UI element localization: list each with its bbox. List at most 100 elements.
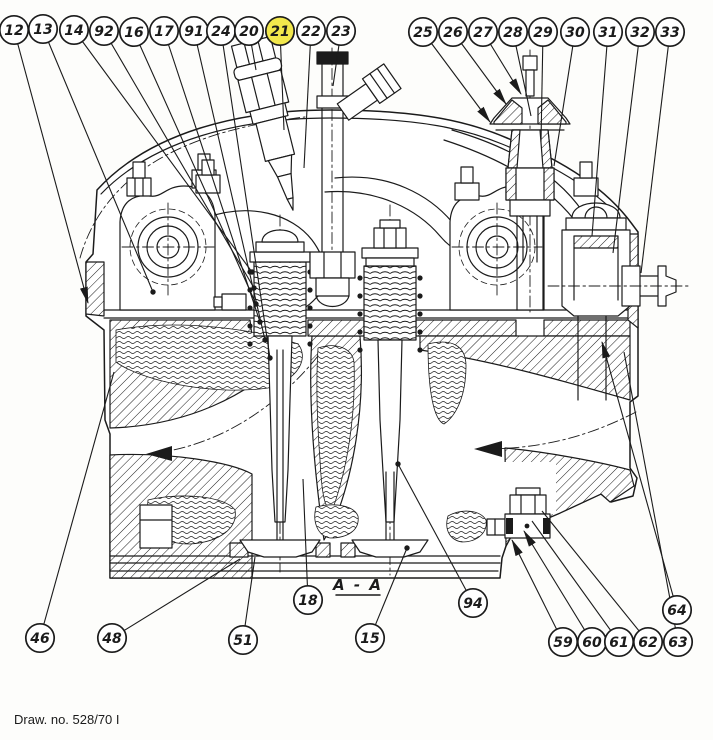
leader-line-17 <box>163 30 261 323</box>
callout-12[interactable]: 12 <box>0 14 89 304</box>
balloon-circle-15[interactable] <box>354 622 386 654</box>
callout-46[interactable]: 46 <box>24 371 115 654</box>
leader-line-15 <box>369 547 408 639</box>
callout-28[interactable]: 28 <box>497 16 532 117</box>
balloon-number-33: 33 <box>660 25 679 41</box>
balloon-circle-92[interactable] <box>88 15 120 47</box>
callout-30[interactable]: 30 <box>553 16 591 167</box>
relief-valve <box>547 161 691 401</box>
callout-64[interactable]: 64 <box>601 341 693 626</box>
callout-14[interactable]: 14 <box>58 14 255 275</box>
callout-15[interactable]: 15 <box>354 545 410 654</box>
callout-23[interactable]: 23 <box>325 15 357 87</box>
leader-line-48 <box>111 558 241 639</box>
balloon-circle-33[interactable] <box>654 16 686 48</box>
balloon-number-51: 51 <box>233 633 252 649</box>
balloon-number-62: 62 <box>638 635 657 651</box>
balloon-number-32: 32 <box>630 25 649 41</box>
balloon-circle-26[interactable] <box>437 16 469 48</box>
leader-line-24 <box>220 30 271 359</box>
balloon-circle-17[interactable] <box>148 15 180 47</box>
leader-dot-13 <box>150 289 156 295</box>
balloon-circle-16[interactable] <box>118 16 150 48</box>
leader-dot-91 <box>262 337 268 343</box>
balloon-number-29: 29 <box>533 25 553 41</box>
callout-31[interactable]: 31 <box>591 16 624 237</box>
callout-27[interactable]: 27 <box>467 16 522 95</box>
balloon-circle-48[interactable] <box>96 622 128 654</box>
fuel-injector <box>230 35 296 211</box>
callout-94[interactable]: 94 <box>395 461 489 619</box>
balloon-circle-32[interactable] <box>624 16 656 48</box>
balloon-number-25: 25 <box>413 25 433 41</box>
callout-32[interactable]: 32 <box>612 16 656 254</box>
balloon-number-18: 18 <box>298 593 318 609</box>
balloon-circle-21-highlighted[interactable] <box>264 15 296 47</box>
balloon-number-63: 63 <box>668 635 687 651</box>
callout-63[interactable]: 63 <box>623 351 694 658</box>
balloon-number-14: 14 <box>64 23 83 39</box>
callout-26[interactable]: 26 <box>437 16 507 105</box>
balloon-circle-63[interactable] <box>662 626 694 658</box>
right-flow-arrow <box>474 441 502 457</box>
leader-line-60 <box>523 530 593 643</box>
balloon-number-17: 17 <box>154 24 174 40</box>
callout-18[interactable]: 18 <box>292 478 324 616</box>
callout-48[interactable]: 48 <box>96 558 241 654</box>
callout-62[interactable]: 62 <box>541 510 664 658</box>
balloon-circle-28[interactable] <box>497 16 529 48</box>
balloon-circle-14[interactable] <box>58 14 90 46</box>
callout-25[interactable]: 25 <box>407 16 491 123</box>
balloon-circle-31[interactable] <box>592 16 624 48</box>
leader-line-63 <box>623 351 679 643</box>
callout-21[interactable]: 21 <box>264 15 296 131</box>
callout-33[interactable]: 33 <box>640 16 686 274</box>
balloon-circle-94[interactable] <box>457 587 489 619</box>
leader-line-33 <box>640 31 671 274</box>
valve-spring-assembly-right <box>351 204 429 576</box>
leader-line-18 <box>302 478 309 601</box>
balloon-number-92: 92 <box>94 24 113 40</box>
balloon-circle-62[interactable] <box>632 626 664 658</box>
callout-22[interactable]: 22 <box>295 15 327 169</box>
balloon-number-16: 16 <box>124 25 144 41</box>
balloon-circle-22[interactable] <box>295 15 327 47</box>
leader-dot-14 <box>249 269 255 275</box>
balloon-number-64: 64 <box>667 603 686 619</box>
balloon-circle-30[interactable] <box>559 16 591 48</box>
balloon-circle-23[interactable] <box>325 15 357 47</box>
balloon-number-94: 94 <box>463 596 482 612</box>
callout-92[interactable]: 92 <box>88 15 257 291</box>
callout-61[interactable]: 61 <box>531 520 635 658</box>
leader-line-16 <box>133 31 257 305</box>
balloon-number-46: 46 <box>29 631 50 647</box>
callout-13[interactable]: 13 <box>27 13 156 295</box>
balloon-number-26: 26 <box>443 25 463 41</box>
balloon-circle-18[interactable] <box>292 584 324 616</box>
leader-line-46 <box>39 371 115 639</box>
callout-91[interactable]: 91 <box>178 15 268 343</box>
callout-29[interactable]: 29 <box>527 16 559 143</box>
balloon-circle-27[interactable] <box>467 16 499 48</box>
callout-16[interactable]: 16 <box>118 16 259 307</box>
balloon-number-12: 12 <box>4 23 23 39</box>
balloon-circle-51[interactable] <box>227 624 259 656</box>
callout-20[interactable]: 20 <box>233 15 265 71</box>
leader-dot-94 <box>395 461 401 467</box>
balloon-circle-13[interactable] <box>27 13 59 45</box>
leader-line-25 <box>422 31 491 123</box>
callout-51[interactable]: 51 <box>227 556 259 656</box>
leader-line-61 <box>531 520 620 643</box>
balloon-number-27: 27 <box>473 25 493 41</box>
balloon-circle-20[interactable] <box>233 15 265 47</box>
callout-59[interactable]: 59 <box>511 539 579 658</box>
callout-60[interactable]: 60 <box>523 530 608 658</box>
balloon-circle-64[interactable] <box>661 594 693 626</box>
balloon-circle-46[interactable] <box>24 622 56 654</box>
balloon-circle-25[interactable] <box>407 16 439 48</box>
leader-line-29 <box>540 31 544 143</box>
leader-line-32 <box>612 31 641 254</box>
balloon-circle-29[interactable] <box>527 16 559 48</box>
